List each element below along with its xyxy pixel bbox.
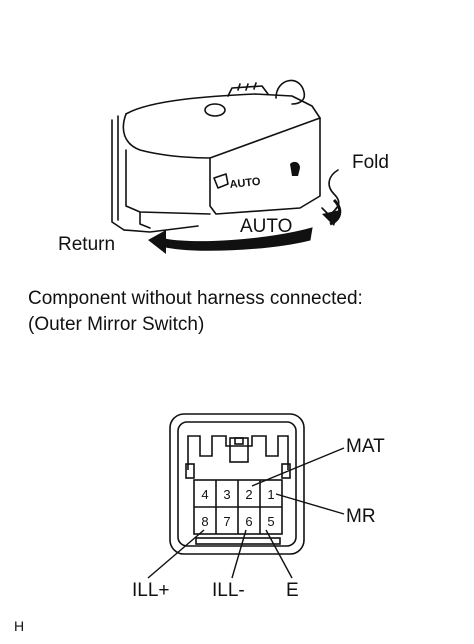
label-fold: Fold (352, 152, 389, 173)
label-e: E (286, 580, 299, 601)
switch-auto-engraving: AUTO (229, 176, 261, 191)
label-ill-plus: ILL+ (132, 580, 170, 601)
pin-number: 7 (223, 514, 230, 529)
leader-lines (147, 447, 345, 579)
return-arrowhead-icon (148, 230, 166, 254)
pin-number: 5 (267, 514, 274, 529)
pin-number: 4 (201, 487, 208, 502)
label-return: Return (58, 234, 115, 255)
return-arrow-icon (159, 227, 313, 251)
pin-number: 2 (245, 487, 252, 502)
label-mr: MR (346, 506, 376, 527)
caption-line-1: Component without harness connected: (28, 288, 363, 309)
pin-number: 6 (245, 514, 252, 529)
mirror-glyph-icon (290, 161, 300, 176)
pin-number: 3 (223, 487, 230, 502)
outer-mirror-switch-illustration (111, 79, 340, 233)
connector-housing (169, 413, 305, 555)
pin-number: 1 (267, 487, 274, 502)
fold-arrowhead-icon (322, 210, 340, 226)
label-mat: MAT (346, 436, 385, 457)
label-ill-minus: ILL- (212, 580, 245, 601)
pin-number: 8 (201, 514, 208, 529)
caption-line-2: (Outer Mirror Switch) (28, 314, 205, 335)
corner-mark: H (14, 618, 25, 634)
label-auto: AUTO (240, 216, 292, 237)
component-caption: Component without harness connected: (Ou… (28, 286, 363, 338)
